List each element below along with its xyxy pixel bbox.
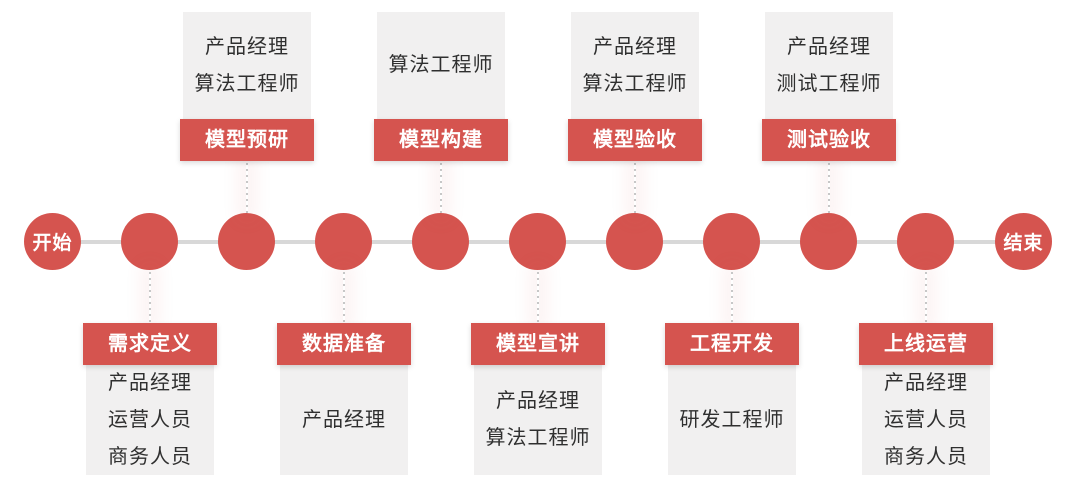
member-label: 运营人员 bbox=[884, 408, 968, 431]
dotted-connector bbox=[440, 163, 442, 213]
stage-title: 上线运营 bbox=[859, 323, 993, 365]
timeline-node bbox=[121, 213, 178, 270]
member-label: 产品经理 bbox=[496, 390, 580, 412]
stage-members: 产品经理 算法工程师 bbox=[571, 12, 699, 119]
stage-card-data-preparation: 数据准备 产品经理 bbox=[277, 323, 411, 475]
stage-title: 模型构建 bbox=[374, 119, 508, 161]
member-label: 产品经理 bbox=[302, 408, 386, 431]
timeline-node bbox=[509, 213, 566, 270]
member-label: 产品经理 bbox=[108, 371, 192, 394]
member-label: 算法工程师 bbox=[388, 54, 494, 76]
stage-card-requirement-definition: 需求定义 产品经理 运营人员 商务人员 bbox=[83, 323, 217, 475]
timeline-node bbox=[315, 213, 372, 270]
member-label: 产品经理 bbox=[787, 35, 871, 58]
member-label: 产品经理 bbox=[884, 371, 968, 394]
timeline-node bbox=[703, 213, 760, 270]
member-label: 研发工程师 bbox=[679, 408, 785, 431]
member-label: 运营人员 bbox=[108, 408, 192, 431]
stage-card-model-building: 算法工程师 模型构建 bbox=[374, 12, 508, 161]
dotted-connector bbox=[925, 272, 927, 322]
stage-members: 研发工程师 bbox=[668, 365, 796, 475]
dotted-connector bbox=[149, 272, 151, 322]
dotted-connector bbox=[246, 163, 248, 213]
dotted-connector bbox=[634, 163, 636, 213]
member-label: 产品经理 bbox=[205, 35, 289, 58]
timeline-node bbox=[412, 213, 469, 270]
stage-title: 模型验收 bbox=[568, 119, 702, 161]
stage-members: 产品经理 运营人员 商务人员 bbox=[86, 365, 214, 475]
stage-card-test-acceptance: 产品经理 测试工程师 测试验收 bbox=[762, 12, 896, 161]
stage-title: 模型宣讲 bbox=[471, 323, 605, 365]
stage-members: 产品经理 测试工程师 bbox=[765, 12, 893, 119]
stage-card-launch-operation: 上线运营 产品经理 运营人员 商务人员 bbox=[859, 323, 993, 475]
member-label: 商务人员 bbox=[108, 445, 192, 468]
member-label: 产品经理 bbox=[593, 35, 677, 58]
start-label: 开始 bbox=[32, 233, 73, 254]
stage-title: 测试验收 bbox=[762, 119, 896, 161]
stage-card-engineering-development: 工程开发 研发工程师 bbox=[665, 323, 799, 475]
end-label: 结束 bbox=[1003, 233, 1044, 254]
timeline-node bbox=[218, 213, 275, 270]
member-label: 商务人员 bbox=[884, 445, 968, 468]
stage-members: 产品经理 算法工程师 bbox=[474, 365, 602, 475]
member-label: 算法工程师 bbox=[485, 427, 591, 449]
dotted-connector bbox=[537, 272, 539, 322]
dotted-connector bbox=[731, 272, 733, 322]
stage-title: 工程开发 bbox=[665, 323, 799, 365]
stage-card-model-preresearch: 产品经理 算法工程师 模型预研 bbox=[180, 12, 314, 161]
dotted-connector bbox=[828, 163, 830, 213]
stage-card-model-acceptance: 产品经理 算法工程师 模型验收 bbox=[568, 12, 702, 161]
start-node: 开始 bbox=[24, 213, 81, 270]
stage-members: 产品经理 算法工程师 bbox=[183, 12, 311, 119]
stage-title: 数据准备 bbox=[277, 323, 411, 365]
stage-members: 算法工程师 bbox=[377, 12, 505, 119]
stage-members: 产品经理 bbox=[280, 365, 408, 475]
stage-members: 产品经理 运营人员 商务人员 bbox=[862, 365, 990, 475]
member-label: 算法工程师 bbox=[194, 72, 300, 95]
stage-title: 需求定义 bbox=[83, 323, 217, 365]
timeline-node bbox=[606, 213, 663, 270]
member-label: 测试工程师 bbox=[776, 72, 882, 95]
stage-title: 模型预研 bbox=[180, 119, 314, 161]
dotted-connector bbox=[343, 272, 345, 322]
timeline-node bbox=[800, 213, 857, 270]
timeline-node bbox=[897, 213, 954, 270]
end-node: 结束 bbox=[995, 213, 1052, 270]
member-label: 算法工程师 bbox=[582, 72, 688, 95]
stage-card-model-presentation: 模型宣讲 产品经理 算法工程师 bbox=[471, 323, 605, 475]
